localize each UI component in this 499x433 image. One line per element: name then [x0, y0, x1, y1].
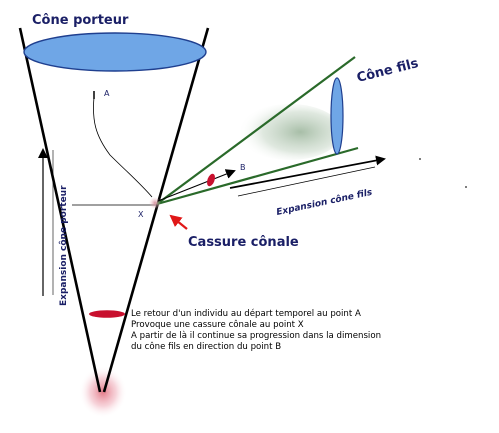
cone-fils-upper-edge — [156, 56, 356, 205]
stray-dot-2 — [465, 186, 467, 188]
expansion-porteur-label: Expansion cône porteur — [58, 185, 69, 306]
expansion-fils-line — [237, 166, 376, 197]
note-line-4: du cône fils en direction du point B — [131, 341, 281, 352]
cone-fils-label: Cône fils — [355, 56, 420, 86]
cone-porteur-right-edge — [102, 27, 210, 393]
cone-fils-axis-arrow — [229, 155, 386, 189]
child-red-mark — [207, 173, 215, 187]
cone-fils-lower-edge — [156, 146, 359, 206]
point-x-blob — [149, 197, 161, 209]
stray-dot-1 — [419, 158, 421, 160]
cone-porteur-top — [23, 32, 207, 72]
note-line-3: A partir de là il continue sa progressio… — [131, 331, 381, 341]
lower-red-mark — [89, 310, 125, 318]
note-line-2: Provoque une cassure cônale au point X — [131, 319, 304, 330]
arrow-x-to-b — [157, 169, 236, 202]
cassure-arrow — [169, 214, 188, 230]
point-b-label: B — [240, 163, 246, 172]
point-x-label: X — [138, 210, 144, 219]
expansion-fils-label: Expansion cône fils — [275, 187, 374, 218]
path-a-to-x — [93, 96, 153, 198]
cone-porteur-label: Cône porteur — [32, 13, 129, 28]
note-line-1: Le retour d'un individu au départ tempor… — [131, 308, 361, 319]
apex-blob — [79, 366, 127, 418]
point-a-label: A — [104, 89, 110, 98]
cone-fils-haze — [238, 104, 342, 160]
cone-porteur-left-edge — [18, 27, 102, 393]
cassure-label: Cassure cônale — [188, 235, 299, 250]
cone-fils-end — [330, 77, 344, 155]
